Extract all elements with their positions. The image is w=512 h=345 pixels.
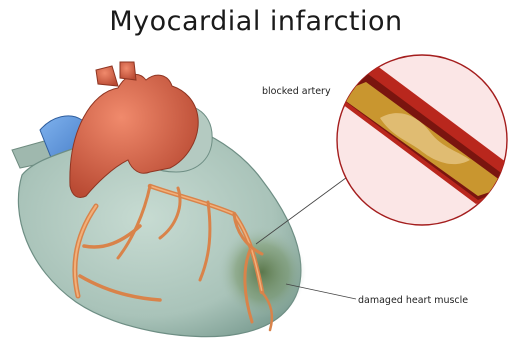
damaged-muscle-label: damaged heart muscle xyxy=(358,295,468,306)
blocked-artery-label: blocked artery xyxy=(262,86,331,97)
blocked-artery-callout xyxy=(318,55,512,225)
